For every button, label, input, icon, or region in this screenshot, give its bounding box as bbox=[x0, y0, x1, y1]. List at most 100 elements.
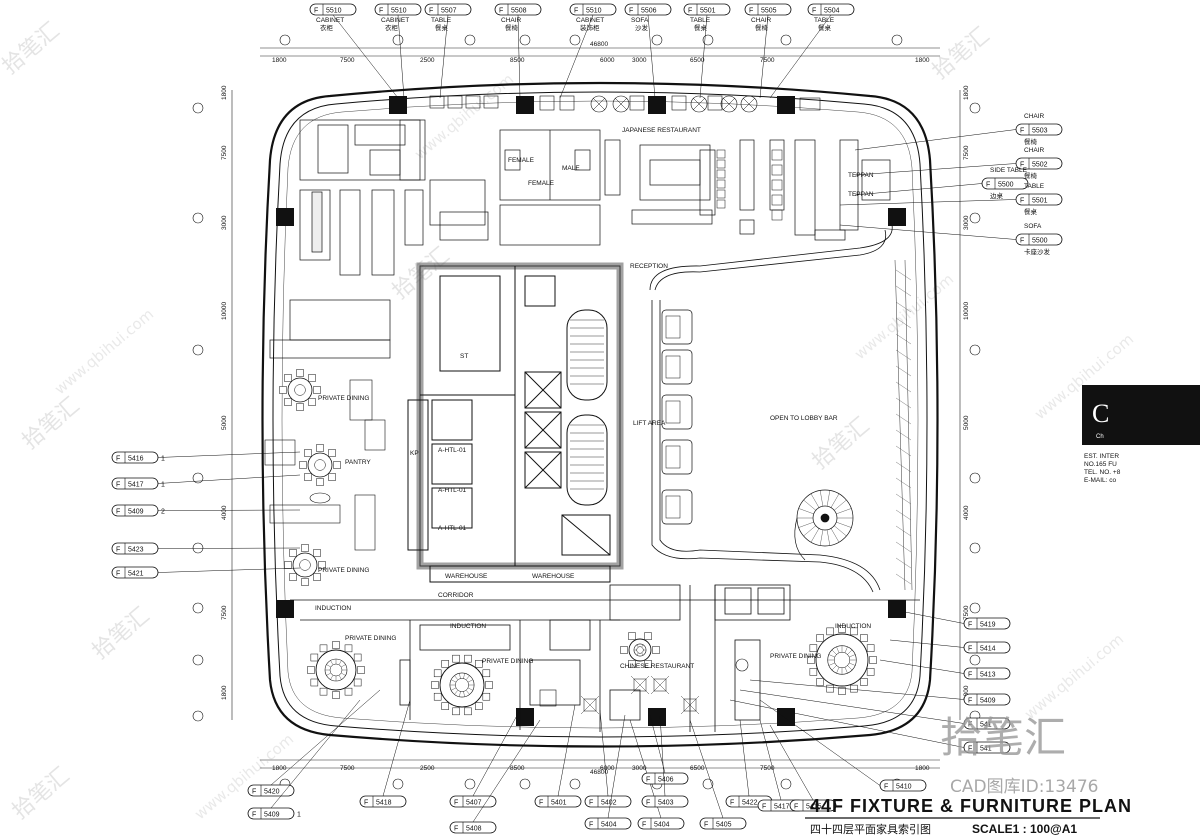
dining-chair bbox=[441, 702, 449, 710]
title-block-addr2: NO.165 FU bbox=[1084, 461, 1117, 468]
grid-bubble bbox=[969, 212, 981, 224]
dimension-top-value: 1800 bbox=[272, 57, 287, 64]
tag-leader bbox=[839, 199, 1017, 206]
table-spoke bbox=[636, 652, 639, 656]
tag-code: F bbox=[968, 622, 972, 629]
table-spoke bbox=[467, 687, 473, 691]
tag-leader bbox=[699, 14, 708, 99]
tag-leader bbox=[854, 129, 1017, 151]
dining-chair bbox=[310, 653, 319, 662]
tag-code: F bbox=[730, 800, 734, 807]
table-spoke bbox=[451, 679, 457, 683]
table-top bbox=[315, 649, 357, 691]
dining-chair bbox=[475, 660, 483, 668]
table-top bbox=[628, 638, 652, 662]
tag-code: F bbox=[812, 8, 816, 15]
japanese-restaurant bbox=[631, 139, 891, 241]
dining-chair bbox=[284, 374, 292, 382]
grid-bubble bbox=[192, 344, 204, 356]
table-spoke bbox=[338, 660, 342, 665]
dimension-top-value: 7500 bbox=[340, 57, 355, 64]
label-private-dining-2: PRIVATE DINING bbox=[318, 567, 369, 574]
dining-chair bbox=[307, 666, 315, 674]
tag-code: F bbox=[379, 8, 383, 15]
stair-tread bbox=[803, 499, 816, 511]
dining-chair bbox=[866, 644, 875, 652]
grid-bubble bbox=[891, 34, 903, 46]
tag-code: F bbox=[1020, 238, 1024, 245]
dining-chair bbox=[308, 374, 316, 382]
dimension-left-value: 10000 bbox=[221, 302, 228, 320]
dimension-right-value: 1800 bbox=[963, 685, 970, 700]
facade-mullion bbox=[895, 573, 912, 585]
grid-bubble bbox=[279, 34, 291, 46]
japanese-chair bbox=[771, 149, 783, 161]
spiral-stair-treads bbox=[797, 490, 853, 546]
table-spoke bbox=[844, 646, 848, 653]
dimension-total: 46800 bbox=[590, 41, 608, 48]
tag-number: 5405 bbox=[716, 822, 732, 829]
tag-number: 5505 bbox=[761, 8, 777, 15]
stair-tread bbox=[810, 528, 820, 543]
table-top bbox=[307, 452, 333, 478]
dimension-top-value: 1800 bbox=[915, 57, 930, 64]
dimension-right-value: 7500 bbox=[963, 605, 970, 620]
table-spoke bbox=[847, 649, 853, 655]
booth-table bbox=[665, 445, 681, 469]
tag-number: 5402 bbox=[601, 800, 617, 807]
table-top bbox=[815, 633, 869, 687]
title-block-addr4: E-MAIL: co bbox=[1084, 477, 1117, 484]
tag-number: 5409 bbox=[264, 812, 280, 819]
facade-mullion bbox=[895, 365, 912, 377]
title-block-addr1: EST. INTER bbox=[1084, 453, 1119, 460]
tag-number: 5417 bbox=[774, 804, 790, 811]
dining-chair bbox=[353, 653, 362, 662]
dimension-bottom-value: 3000 bbox=[632, 765, 647, 772]
tag-code: F bbox=[968, 672, 972, 679]
dining-chair bbox=[838, 687, 846, 695]
dining-chair bbox=[826, 684, 834, 693]
facade-mullion bbox=[895, 445, 912, 457]
facade-mullion bbox=[895, 541, 912, 553]
sofa-seat bbox=[629, 95, 645, 111]
tag-number: 5407 bbox=[466, 800, 482, 807]
grid-bubble bbox=[192, 710, 204, 722]
lobby-bar-edge bbox=[649, 224, 893, 593]
stair-tread bbox=[834, 525, 847, 537]
kitchen-area bbox=[269, 119, 489, 359]
facade-mullion bbox=[895, 333, 912, 345]
dining-chair bbox=[313, 549, 321, 557]
tag-name-en: CABINET bbox=[316, 17, 344, 24]
label-private-dining-5: PRIVATE DINING bbox=[770, 653, 821, 660]
tag-name-en: CHAIR bbox=[751, 17, 772, 24]
title-block-fragment: C Ch EST. INTER NO.165 FU TEL. NO. +8 E-… bbox=[1082, 385, 1200, 484]
tag-number: 5421 bbox=[128, 571, 144, 578]
table-spoke bbox=[836, 667, 840, 674]
tag-leader bbox=[382, 699, 411, 797]
japanese-chair bbox=[771, 194, 783, 206]
dimension-left-value: 5000 bbox=[221, 415, 228, 430]
sofa bbox=[269, 504, 341, 524]
tag-name-cn: 沙发 bbox=[635, 23, 649, 32]
facade-mullion bbox=[895, 301, 912, 313]
dining-chair bbox=[308, 398, 316, 406]
table-spoke bbox=[467, 679, 473, 683]
dining-chair bbox=[316, 444, 324, 452]
dining-chair bbox=[628, 632, 636, 640]
counter-stool bbox=[716, 179, 726, 189]
tag-code: F bbox=[762, 804, 766, 811]
lounge-chair-mark bbox=[692, 97, 706, 111]
tag-code: F bbox=[749, 8, 753, 15]
dimension-top-value: 3000 bbox=[632, 57, 647, 64]
dining-chair bbox=[299, 461, 307, 469]
dining-chair bbox=[296, 369, 304, 377]
tag-suffix: 1 bbox=[161, 482, 165, 489]
tag-leader bbox=[854, 163, 1017, 176]
title-block-logo-letter: C bbox=[1092, 399, 1109, 428]
table-spoke bbox=[641, 652, 644, 656]
